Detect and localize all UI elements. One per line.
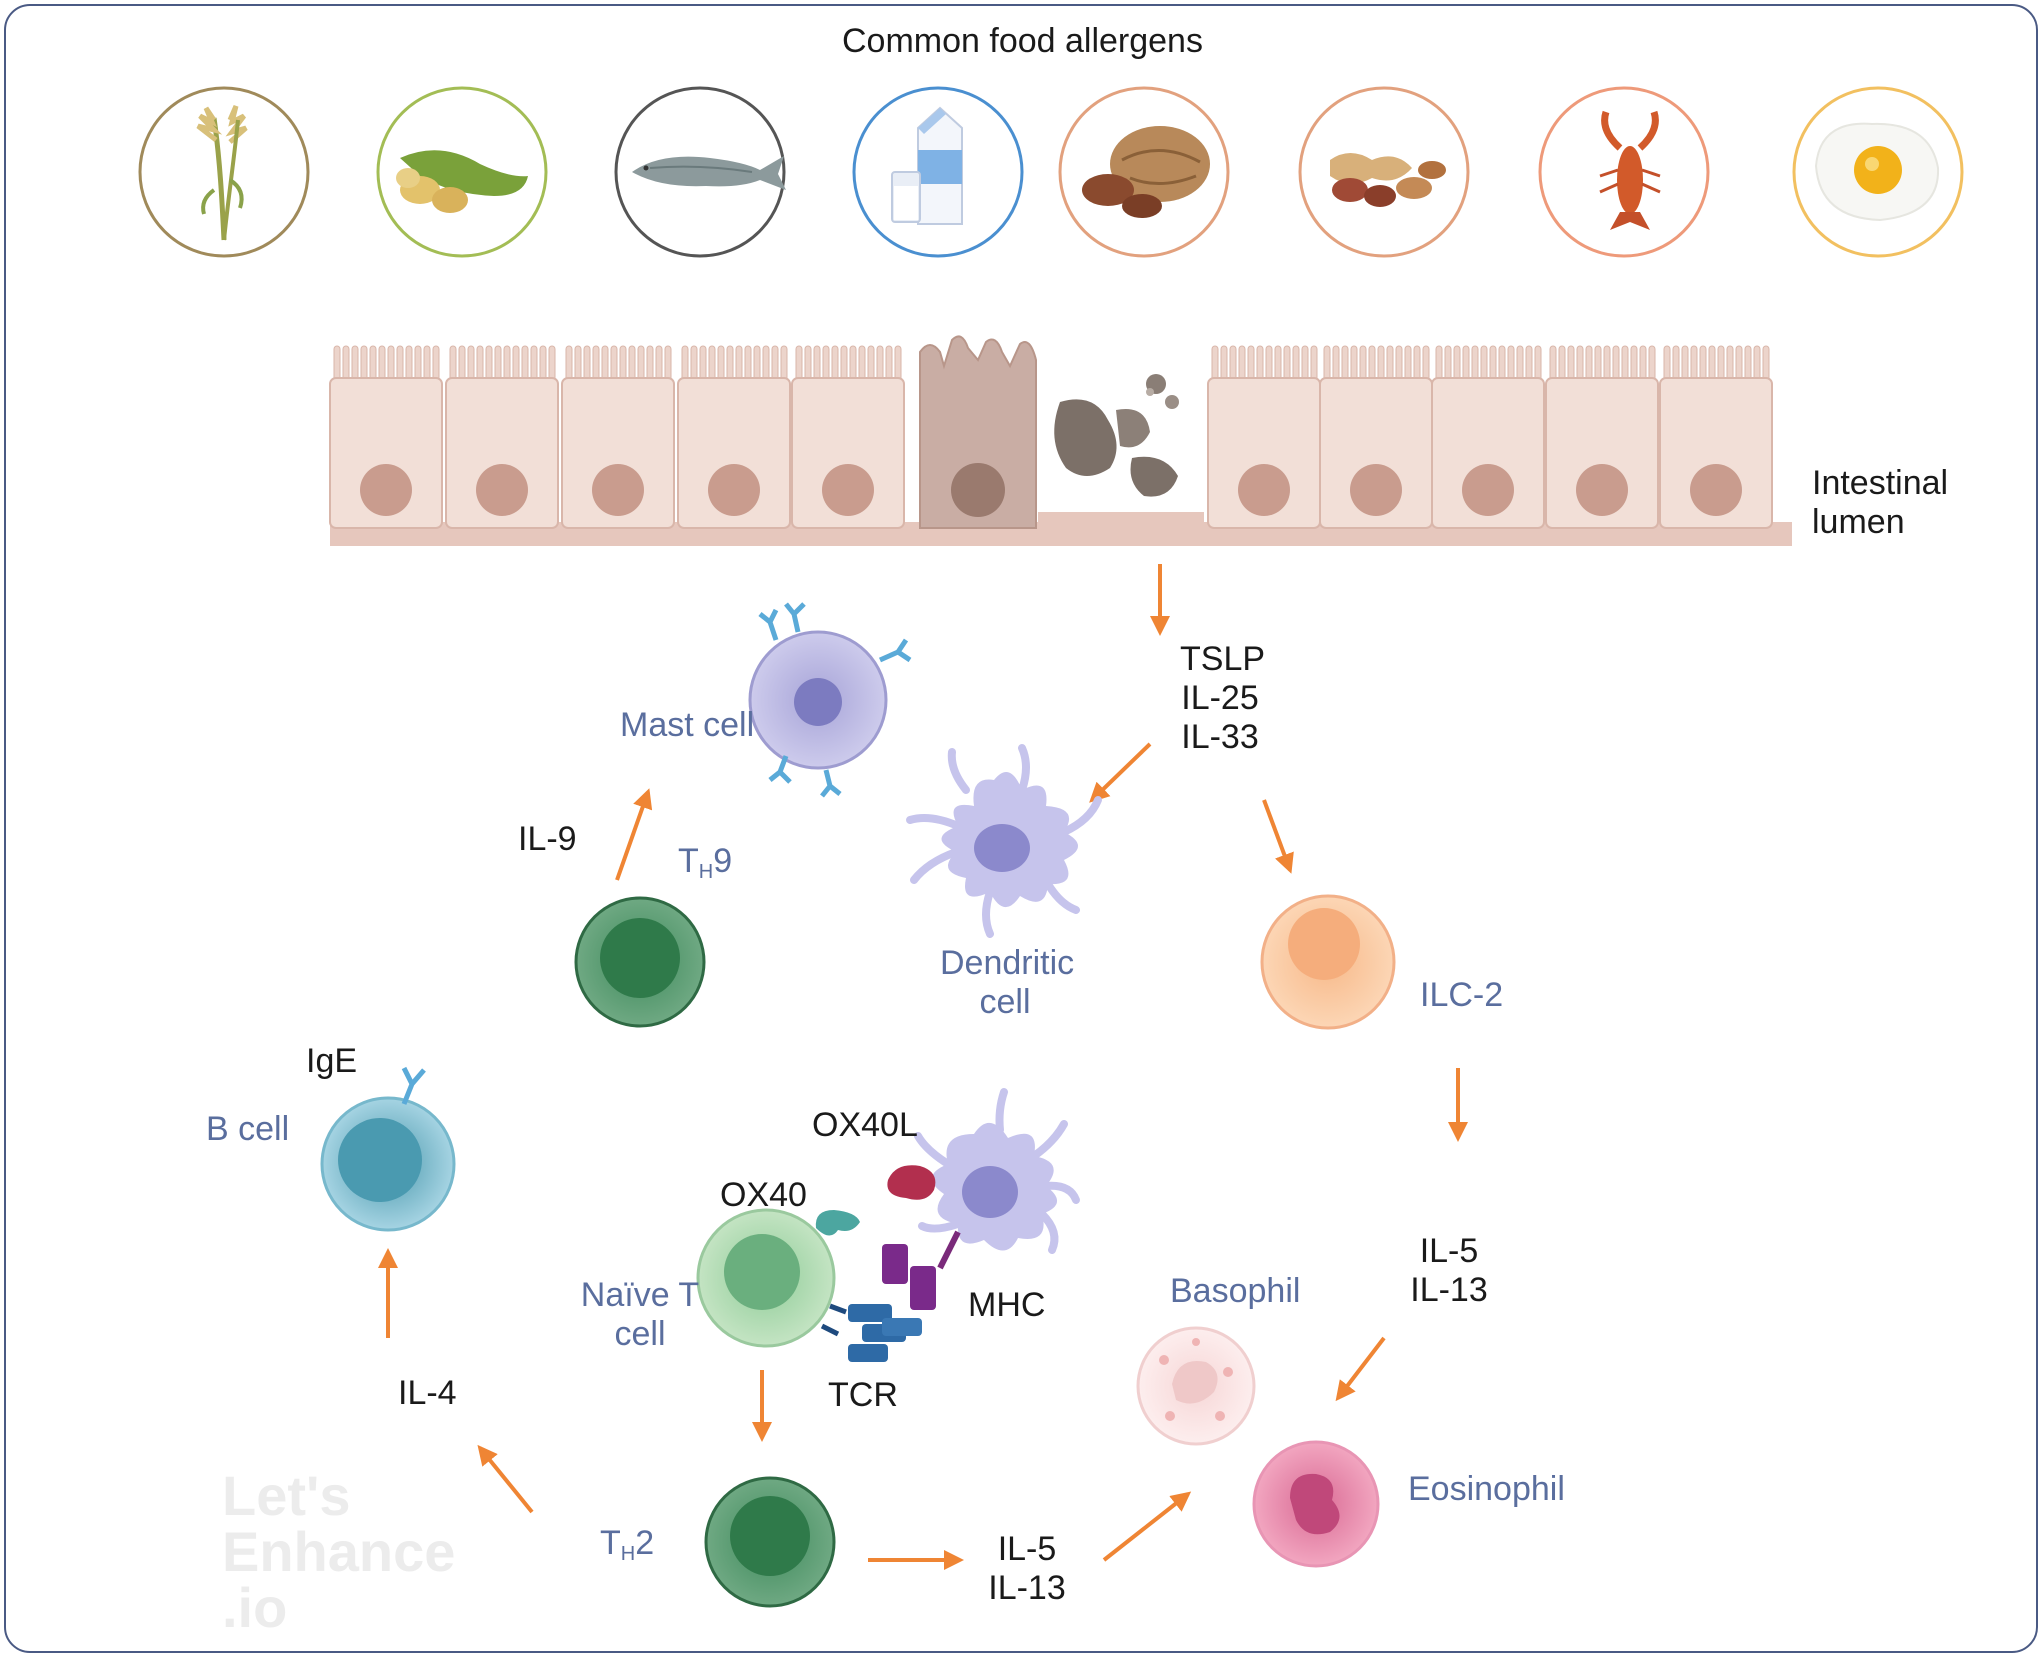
epithelial-cell bbox=[1659, 345, 1773, 529]
th9-subscript: H bbox=[698, 861, 714, 883]
walnut-icon bbox=[1082, 126, 1210, 218]
il5-il13-bottom-label: IL-5 IL-13 bbox=[986, 1530, 1068, 1608]
dendritic-line1: Dendritic bbox=[940, 944, 1075, 982]
arrow-th2-to-il4 bbox=[477, 1444, 534, 1514]
th2-label: TH2 bbox=[600, 1524, 654, 1566]
arrow-cytokines-to-dendritic bbox=[1089, 742, 1152, 803]
naive-line1: Naïve T bbox=[580, 1276, 700, 1314]
allergen-wheat bbox=[138, 86, 310, 258]
ox40-receptor bbox=[815, 1210, 860, 1236]
ige-receptor-icon bbox=[758, 602, 912, 798]
lobster-icon bbox=[1599, 110, 1661, 230]
arrow-il5-to-granulocytes bbox=[1335, 1336, 1386, 1402]
watermark-line2: Enhance bbox=[222, 1520, 456, 1583]
fish-icon bbox=[632, 156, 786, 190]
dendritic-line2: cell bbox=[979, 982, 1031, 1021]
mhc-label: MHC bbox=[968, 1286, 1046, 1324]
arrow-il5-to-eosinophil bbox=[1102, 1491, 1192, 1562]
il9-label: IL-9 bbox=[518, 820, 577, 858]
damaged-epithelial-gap bbox=[1038, 374, 1204, 532]
allergen-lobster bbox=[1538, 86, 1710, 258]
allergen-milk bbox=[852, 86, 1024, 258]
epithelial-cell bbox=[561, 345, 675, 529]
eosinophil bbox=[1252, 1440, 1380, 1568]
ox40l-label: OX40L bbox=[812, 1106, 918, 1144]
epithelial-cell bbox=[1431, 345, 1545, 529]
mast-cell bbox=[748, 602, 912, 798]
watermark: Let's Enhance .io bbox=[222, 1468, 455, 1636]
ox40l-ligand bbox=[887, 1165, 936, 1200]
arrow-cytokines-to-ilc2 bbox=[1262, 799, 1294, 874]
eosinophil-label: Eosinophil bbox=[1408, 1470, 1565, 1508]
allergen-soybean bbox=[376, 86, 548, 258]
ige-label: IgE bbox=[306, 1042, 358, 1080]
peanut-icon bbox=[1330, 153, 1446, 207]
th2-number: 2 bbox=[635, 1524, 655, 1562]
ilc2-cell bbox=[1260, 894, 1396, 1030]
intestinal-epithelium bbox=[329, 335, 1792, 546]
intestinal-lumen-line2: lumen bbox=[1812, 502, 1905, 541]
il13-bottom: IL-13 bbox=[988, 1568, 1066, 1607]
th2-subscript: H bbox=[620, 1543, 636, 1565]
il5-il13-right-label: IL-5 IL-13 bbox=[1408, 1232, 1490, 1310]
il5-right: IL-5 bbox=[1419, 1232, 1479, 1270]
b-cell-label: B cell bbox=[206, 1110, 290, 1148]
th9-number: 9 bbox=[713, 842, 733, 880]
intestinal-lumen-line1: Intestinal bbox=[1812, 464, 1949, 502]
naive-t-cell-label: Naïve T cell bbox=[580, 1276, 700, 1354]
il33-label: IL-33 bbox=[1181, 717, 1259, 756]
diagram-title: Common food allergens bbox=[842, 22, 1203, 60]
th9-label: TH9 bbox=[678, 842, 732, 884]
dendritic-cell-label: Dendritic cell bbox=[940, 944, 1074, 1022]
egg-icon bbox=[1814, 122, 1940, 222]
th2-cell bbox=[704, 1476, 836, 1608]
antigen-presenting-dendritic-cell bbox=[887, 1088, 1080, 1254]
soybean-icon bbox=[396, 150, 528, 213]
ox40-label: OX40 bbox=[720, 1176, 807, 1214]
intestinal-lumen-label: Intestinal lumen bbox=[1812, 464, 1948, 542]
epithelial-cell bbox=[677, 345, 791, 529]
basophil bbox=[1136, 1326, 1256, 1446]
wheat-icon bbox=[196, 105, 248, 241]
allergen-egg bbox=[1792, 86, 1964, 258]
basophil-label: Basophil bbox=[1170, 1272, 1301, 1310]
epithelial-cell bbox=[791, 345, 905, 529]
epithelial-cell bbox=[445, 345, 559, 529]
arrows bbox=[378, 564, 1468, 1570]
watermark-line3: .io bbox=[222, 1576, 288, 1639]
il25-label: IL-25 bbox=[1181, 678, 1259, 717]
allergen-peanut bbox=[1298, 86, 1470, 258]
dendritic-cell bbox=[906, 744, 1102, 938]
allergen-fish bbox=[614, 86, 786, 258]
mhc-molecule bbox=[882, 1230, 961, 1310]
mast-cell-label: Mast cell bbox=[620, 706, 755, 744]
ige-antibody-icon bbox=[401, 1066, 426, 1105]
epithelial-cytokines: TSLP IL-25 IL-33 bbox=[1180, 640, 1265, 756]
il13-right: IL-13 bbox=[1410, 1270, 1488, 1309]
epithelial-cell bbox=[1545, 345, 1659, 529]
naive-t-cell bbox=[696, 1208, 860, 1348]
tslp-label: TSLP bbox=[1180, 640, 1266, 678]
milk-icon bbox=[891, 106, 963, 225]
b-cell bbox=[320, 1066, 456, 1232]
epithelial-cell bbox=[329, 345, 443, 529]
arrow-th9-to-mast bbox=[615, 788, 653, 881]
allergen-walnut bbox=[1058, 86, 1230, 258]
th9-main: T bbox=[678, 842, 699, 880]
th2-main: T bbox=[600, 1524, 621, 1562]
watermark-line1: Let's bbox=[222, 1464, 351, 1527]
epithelial-cell bbox=[1319, 345, 1433, 529]
il4-label: IL-4 bbox=[398, 1374, 457, 1412]
tcr-receptor bbox=[820, 1303, 922, 1362]
epithelial-cell bbox=[1207, 345, 1321, 529]
damaged-epithelial-cell bbox=[919, 335, 1037, 529]
th9-cell bbox=[574, 896, 706, 1028]
naive-line2: cell bbox=[614, 1314, 666, 1353]
ilc2-label: ILC-2 bbox=[1420, 976, 1504, 1014]
tcr-label: TCR bbox=[828, 1376, 898, 1414]
il5-bottom: IL-5 bbox=[997, 1530, 1057, 1568]
